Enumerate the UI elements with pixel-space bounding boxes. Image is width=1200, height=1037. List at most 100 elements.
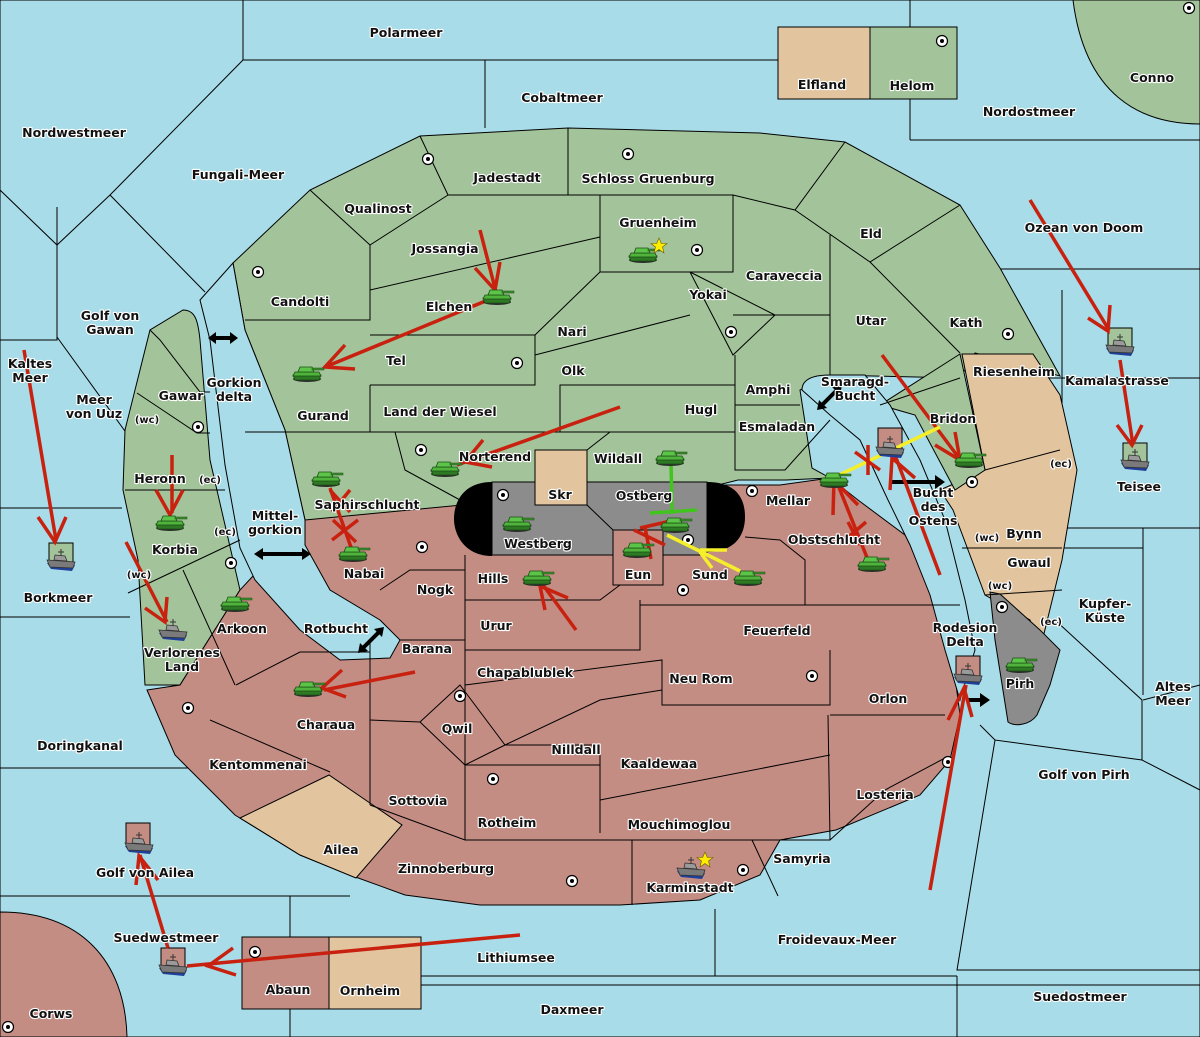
label-nari: Nari — [557, 324, 586, 339]
label-chapa: Chapablublek — [477, 665, 574, 680]
label-nilldall: Nilldall — [551, 742, 600, 757]
label-bynn: Bynn — [1006, 526, 1041, 541]
label-corws: Corws — [30, 1006, 73, 1021]
label-karminstadt: Karminstadt — [646, 880, 733, 895]
label-feuerfeld: Feuerfeld — [743, 623, 810, 638]
label-gawar: Gawar — [159, 388, 205, 403]
coast-heronn-ec: (ec) — [199, 475, 221, 486]
label-neurom: Neu Rom — [669, 671, 732, 686]
label-riesenheim: Riesenheim — [973, 364, 1055, 379]
label-sottovia: Sottovia — [389, 793, 448, 808]
label-cobaltmeer: Cobaltmeer — [521, 90, 603, 105]
label-korbia: Korbia — [152, 542, 198, 557]
coast-gawar-wc: (wc) — [135, 415, 159, 426]
label-skr: Skr — [548, 487, 572, 502]
label-nordostmeer: Nordostmeer — [983, 104, 1076, 119]
label-jadestadt: Jadestadt — [472, 170, 540, 185]
label-bridon: Bridon — [930, 411, 976, 426]
label-teisee: Teisee — [1117, 479, 1161, 494]
label-wildall: Wildall — [594, 451, 642, 466]
label-doringkanal: Doringkanal — [37, 738, 123, 753]
label-ornheim: Ornheim — [340, 983, 400, 998]
label-fungali: Fungali-Meer — [192, 167, 285, 182]
passage-arrows — [208, 332, 990, 707]
label-rotheim: Rotheim — [478, 815, 537, 830]
province-labels: Polarmeer Cobaltmeer Elfland Helom Conno… — [7, 24, 1193, 1022]
label-arkoon: Arkoon — [217, 621, 267, 636]
coast-korbia-wc: (wc) — [127, 570, 151, 581]
label-olk: Olk — [561, 363, 585, 378]
label-smaragd: Smaragd-Bucht — [821, 374, 889, 403]
label-orlon: Orlon — [869, 691, 908, 706]
label-samyria: Samyria — [773, 851, 831, 866]
label-ailea: Ailea — [323, 842, 358, 857]
label-abaun: Abaun — [266, 982, 311, 997]
coast-korbia-ec: (ec) — [214, 527, 236, 538]
label-urur: Urur — [480, 618, 512, 633]
label-kamalastrasse: Kamalastrasse — [1065, 373, 1169, 388]
label-qwil: Qwil — [442, 721, 473, 736]
label-landwiesel: Land der Wiesel — [383, 404, 496, 419]
province-skr[interactable] — [534, 449, 588, 506]
label-caraveccia: Caraveccia — [746, 268, 822, 283]
label-eun: Eun — [625, 567, 651, 582]
label-mouchi: Mouchimoglou — [628, 817, 731, 832]
label-polarmeer: Polarmeer — [370, 25, 444, 40]
label-kaaldewaa: Kaaldewaa — [621, 756, 698, 771]
label-charaua: Charaua — [297, 717, 355, 732]
label-elchen: Elchen — [426, 299, 473, 314]
label-yokai: Yokai — [688, 287, 727, 302]
label-schloss: Schloss Gruenburg — [581, 171, 714, 186]
label-nordwestmeer: Nordwestmeer — [22, 125, 127, 140]
label-kupfer: Kupfer-Küste — [1079, 596, 1132, 625]
label-barana: Barana — [402, 641, 452, 656]
label-esmaladan: Esmaladan — [739, 419, 815, 434]
label-suedwestmeer: Suedwestmeer — [114, 930, 220, 945]
coast-bynn-wc: (wc) — [975, 533, 999, 544]
label-suedostmeer: Suedostmeer — [1033, 989, 1127, 1004]
label-mittelgorkion: Mittel-gorkion — [248, 508, 302, 537]
label-golfailea: Golf von Ailea — [96, 865, 194, 880]
label-borkmeer: Borkmeer — [24, 590, 94, 605]
label-kath: Kath — [950, 315, 983, 330]
label-qualinost: Qualinost — [344, 201, 411, 216]
label-ostberg: Ostberg — [616, 488, 673, 503]
label-amphi: Amphi — [746, 382, 791, 397]
label-sund: Sund — [692, 567, 728, 582]
province-conno[interactable] — [1072, 0, 1200, 125]
coast-bynn-ec: (ec) — [1050, 459, 1072, 470]
label-golfpirh: Golf von Pirh — [1038, 767, 1129, 782]
label-eld: Eld — [860, 226, 882, 241]
label-froidevaux: Froidevaux-Meer — [778, 932, 897, 947]
label-saphir: Saphirschlucht — [315, 497, 420, 512]
label-utar: Utar — [856, 313, 888, 328]
label-conno: Conno — [1130, 70, 1175, 85]
label-candolti: Candolti — [271, 294, 330, 309]
province-corws[interactable] — [0, 911, 128, 1037]
label-obstschlucht: Obstschlucht — [788, 532, 880, 547]
label-zinnoberburg: Zinnoberburg — [398, 861, 494, 876]
label-nabai: Nabai — [344, 566, 385, 581]
label-gruenheim: Gruenheim — [619, 215, 696, 230]
province-elfland[interactable] — [777, 26, 871, 100]
label-mellar: Mellar — [766, 493, 811, 508]
label-heronn: Heronn — [134, 471, 186, 486]
label-hills: Hills — [478, 571, 509, 586]
label-hugl: Hugl — [685, 402, 718, 417]
coast-gwaul-ec: (ec) — [1040, 617, 1062, 628]
impassable-east — [707, 482, 745, 552]
label-gwaul: Gwaul — [1007, 555, 1050, 570]
province-ailea[interactable] — [238, 774, 403, 879]
label-elfland: Elfland — [798, 77, 846, 92]
label-gurand: Gurand — [297, 408, 349, 423]
